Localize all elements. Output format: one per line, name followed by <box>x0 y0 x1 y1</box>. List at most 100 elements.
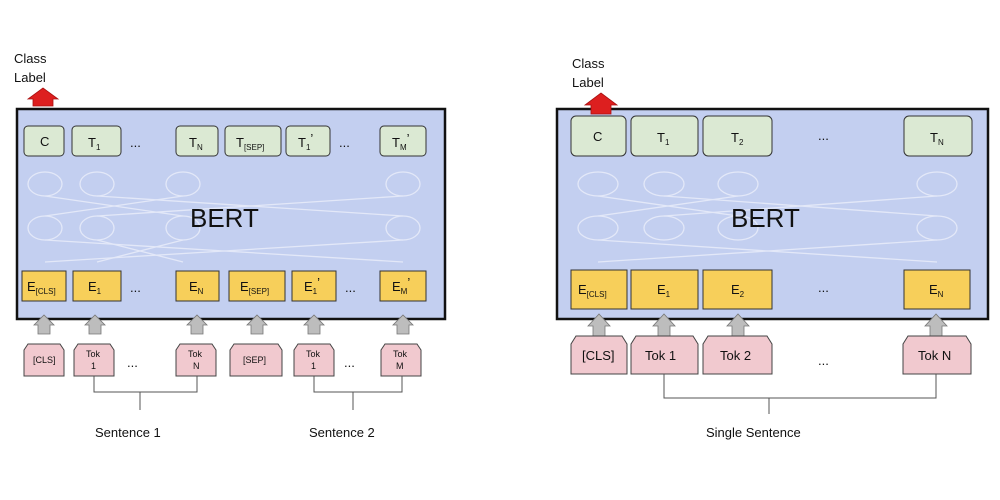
right-embedding-box <box>702 269 773 310</box>
right-token-tok1: Tok 1 <box>645 348 676 363</box>
right-embedding-box <box>903 269 971 310</box>
left-output-ellipsis: ... <box>130 135 141 150</box>
right-token-box <box>570 335 628 375</box>
right-output-c: C <box>593 129 602 144</box>
left-embed-e1: E1 <box>88 279 102 296</box>
right-token-tok2: Tok 2 <box>720 348 751 363</box>
left-output-ellipsis-2: ... <box>339 135 350 150</box>
up-arrow-icon <box>726 313 750 337</box>
right-token-box <box>630 335 699 375</box>
left-input-arrows <box>33 314 414 335</box>
left-token-tok1-b: 1 <box>91 361 96 371</box>
left-hidden-network <box>27 171 421 263</box>
left-sentence-2-label: Sentence 2 <box>309 425 375 440</box>
right-input-arrows <box>587 313 948 337</box>
left-token-box <box>73 343 115 377</box>
up-arrow-icon <box>303 314 325 335</box>
left-output-row: C T1 ... TN T[SEP] T1’ ... TM’ <box>23 125 427 157</box>
left-embedding-box <box>228 270 286 302</box>
left-embedding-box <box>379 270 427 302</box>
right-token-cls: [CLS] <box>582 348 615 363</box>
left-token-tok1p-a: Tok <box>306 349 321 359</box>
left-output-c: C <box>40 134 49 149</box>
right-embed-cls: E[CLS] <box>578 282 607 299</box>
left-embedding-box <box>21 270 67 302</box>
right-model-name: BERT <box>731 203 800 233</box>
right-output-ellipsis: ... <box>818 128 829 143</box>
right-embed-ellipsis: ... <box>818 280 829 295</box>
right-output-t2: T2 <box>731 130 744 147</box>
left-output-tn: TN <box>189 135 203 152</box>
left-output-box <box>379 125 427 157</box>
right-sentence-bracket <box>663 374 937 414</box>
up-arrow-icon <box>587 313 611 337</box>
up-arrow-icon <box>33 314 55 335</box>
left-output-t1-prime: T1’ <box>298 131 313 152</box>
right-embedding-box <box>570 269 628 310</box>
left-token-sep: [SEP] <box>243 355 266 365</box>
left-class-arrow-icon <box>26 87 60 107</box>
left-embed-cls: E[CLS] <box>27 279 56 296</box>
up-arrow-icon <box>652 313 676 337</box>
right-token-ellipsis: ... <box>818 353 829 368</box>
left-token-ellipsis-2: ... <box>344 355 355 370</box>
left-token-tok1-a: Tok <box>86 349 101 359</box>
up-arrow-icon <box>186 314 208 335</box>
right-hidden-network <box>577 171 958 263</box>
right-token-box <box>902 335 972 375</box>
left-token-cls: [CLS] <box>33 355 56 365</box>
right-token-row: [CLS] Tok 1 Tok 2 ... Tok N <box>570 335 972 375</box>
right-embed-e2: E2 <box>731 282 745 299</box>
left-embed-ellipsis-2: ... <box>345 280 356 295</box>
left-embed-ellipsis: ... <box>130 280 141 295</box>
left-token-box <box>229 343 283 377</box>
right-output-tn: TN <box>930 130 944 147</box>
right-panel: Class Label BERT C T1 T2 ... TN <box>555 56 990 440</box>
up-arrow-icon <box>84 314 106 335</box>
left-embedding-box <box>291 270 337 302</box>
left-token-tokm-b: M <box>396 361 404 371</box>
up-arrow-icon <box>392 314 414 335</box>
left-token-box <box>175 343 217 377</box>
left-token-ellipsis: ... <box>127 355 138 370</box>
left-sentence-brackets <box>93 376 403 410</box>
right-sentence-label: Single Sentence <box>706 425 801 440</box>
right-class-label-line1: Class <box>572 56 605 71</box>
right-output-box <box>702 115 773 157</box>
up-arrow-icon <box>924 313 948 337</box>
left-token-row: [CLS] Tok 1 ... Tok N [SEP] Tok 1 ... To… <box>23 343 422 377</box>
left-token-box <box>23 343 65 377</box>
right-class-label-line2: Label <box>572 75 604 90</box>
right-output-row: C T1 T2 ... TN <box>570 115 973 157</box>
right-embed-e1: E1 <box>657 282 671 299</box>
right-output-t1: T1 <box>657 130 670 147</box>
left-class-label-line1: Class <box>14 51 47 66</box>
right-token-tokn: Tok N <box>918 348 951 363</box>
right-embed-en: EN <box>929 282 944 299</box>
right-output-box <box>570 115 627 157</box>
left-embed-em-prime: EM’ <box>392 275 410 296</box>
left-token-tok1p-b: 1 <box>311 361 316 371</box>
left-embed-en: EN <box>189 279 204 296</box>
left-output-t1: T1 <box>88 135 101 152</box>
left-token-box <box>380 343 422 377</box>
left-embedding-box <box>72 270 122 302</box>
right-token-box <box>702 335 773 375</box>
left-output-box <box>71 125 122 157</box>
left-output-box <box>224 125 282 157</box>
right-embedding-row: E[CLS] E1 E2 ... EN <box>570 269 971 310</box>
right-output-box <box>630 115 699 157</box>
left-output-box <box>175 125 219 157</box>
left-embed-esep: E[SEP] <box>240 279 269 296</box>
left-token-box <box>293 343 335 377</box>
left-sentence-1-label: Sentence 1 <box>95 425 161 440</box>
left-token-tokn-a: Tok <box>188 349 203 359</box>
left-embedding-box <box>175 270 220 302</box>
left-panel: Class Label BERT C T1 ... TN <box>14 51 447 440</box>
left-token-tokm-a: Tok <box>393 349 408 359</box>
left-token-tokn-b: N <box>193 361 200 371</box>
right-output-box <box>903 115 973 157</box>
left-class-label-line2: Label <box>14 70 46 85</box>
